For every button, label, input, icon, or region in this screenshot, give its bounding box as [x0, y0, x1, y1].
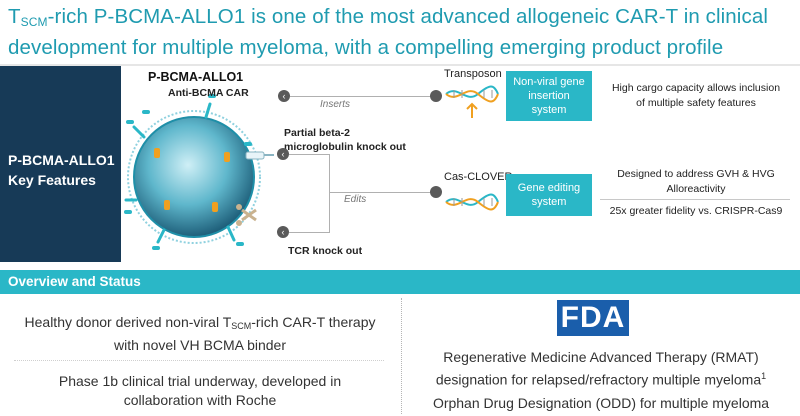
- casclover-label: Cas-CLOVER: [444, 171, 513, 183]
- overview-trial-status: Phase 1b clinical trial underway, develo…: [58, 373, 342, 408]
- inserts-edge-label: Inserts: [320, 99, 351, 110]
- insertion-description: High cargo capacity allows inclusion of …: [611, 82, 781, 109]
- description-divider: [600, 199, 790, 200]
- edits-edge-label: Edits: [344, 194, 367, 205]
- label-b2m-knockout: Partial beta-2 microglobulin knock out: [284, 127, 406, 153]
- key-features-panel: [0, 66, 121, 262]
- b2m-arrow-icon: ‹: [277, 148, 289, 160]
- label-tcr-knockout: TCR knock out: [288, 245, 363, 257]
- overview-left-divider: [14, 360, 384, 362]
- page-title: TSCM-rich P-BCMA-ALLO1 is one of the mos…: [8, 4, 798, 61]
- editing-description: Designed to address GVH & HVG Alloreacti…: [617, 168, 775, 195]
- casclover-dna-icon: [445, 193, 499, 211]
- rmat-designation: Regenerative Medicine Advanced Therapy (…: [435, 349, 767, 388]
- overview-banner-label: Overview and Status: [8, 274, 141, 289]
- key-features-label: P-BCMA-ALLO1 Key Features: [8, 152, 115, 188]
- transposon-label: Transposon: [444, 68, 502, 80]
- fda-logo: FDA: [557, 300, 629, 336]
- transposon-dna-icon: [445, 85, 499, 118]
- label-anti-bcma-car: Anti-BCMA CAR: [168, 87, 249, 99]
- cell-title: P-BCMA-ALLO1: [148, 70, 244, 84]
- inserts-arrow-icon: ‹: [278, 90, 290, 102]
- transposon-connector-dot: [430, 90, 442, 102]
- divider: [0, 64, 800, 66]
- casclover-system-box: Gene editing system: [506, 174, 592, 216]
- inserts-connector: [290, 96, 434, 97]
- transposon-system-box: Non-viral gene insertion system: [506, 71, 592, 121]
- overview-banner: [0, 270, 800, 294]
- edits-connector-vertical: [329, 154, 330, 233]
- car-t-cell-illustration: [124, 94, 274, 250]
- page-title-line-2: development for multiple myeloma, with a…: [8, 36, 724, 59]
- overview-therapy-description: Healthy donor derived non-viral TSCM-ric…: [24, 314, 376, 353]
- edits-connector-top: [289, 154, 329, 155]
- casclover-connector-dot: [430, 186, 442, 198]
- overview-column-divider: [401, 298, 403, 414]
- edits-connector-main: [329, 192, 435, 193]
- page-title-line-1: TSCM-rich P-BCMA-ALLO1 is one of the mos…: [8, 5, 768, 29]
- edits-connector-bottom: [289, 232, 329, 233]
- odd-designation: Orphan Drug Designation (ODD) for multip…: [432, 395, 770, 411]
- fidelity-description: 25x greater fidelity vs. CRISPR-Cas9: [609, 205, 783, 217]
- tcr-arrow-icon: ‹: [277, 226, 289, 238]
